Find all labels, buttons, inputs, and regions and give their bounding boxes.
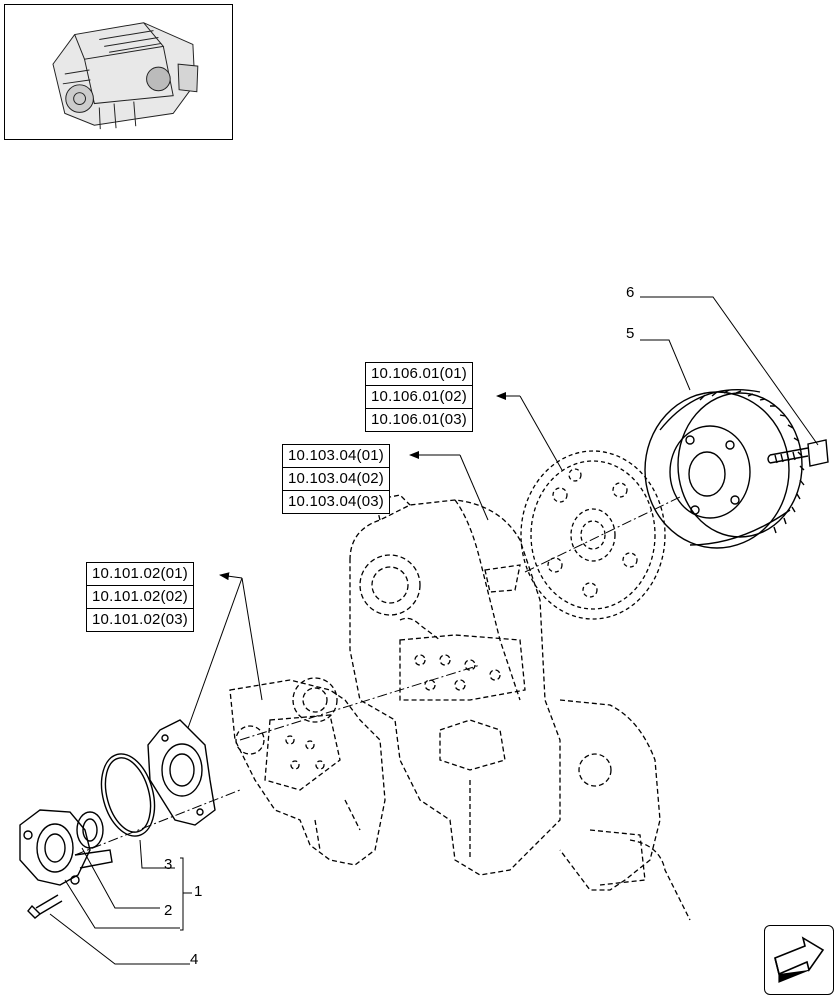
- callout-5: 5: [626, 325, 635, 342]
- reference-code[interactable]: 10.106.01(03): [371, 411, 468, 428]
- next-page-button[interactable]: [764, 925, 834, 995]
- next-page-arrow-icon: [774, 936, 825, 983]
- camshaft-gear: [520, 450, 666, 620]
- reference-code[interactable]: 10.101.02(03): [92, 611, 189, 628]
- bolt-part-6: [767, 439, 829, 467]
- callout-6: 6: [626, 284, 635, 301]
- callout-2: 2: [164, 902, 173, 919]
- reference-code[interactable]: 10.101.02(02): [87, 586, 194, 609]
- callout-1: 1: [194, 883, 203, 900]
- reference-code[interactable]: 10.103.04(01): [283, 445, 390, 468]
- reference-code[interactable]: 10.101.02(01): [87, 563, 194, 586]
- callout-leaders: [49, 296, 819, 965]
- axis-lines: [74, 496, 681, 856]
- reference-leaders: [187, 392, 563, 729]
- engine-block-phantom: [229, 494, 691, 921]
- reference-code[interactable]: 10.103.04(03): [288, 493, 385, 510]
- callout-3: 3: [164, 856, 173, 873]
- reference-code[interactable]: 10.106.01(01): [366, 363, 473, 386]
- engine-thumbnail: [4, 4, 233, 140]
- reference-group-10-101-02[interactable]: 10.101.02(01) 10.101.02(02) 10.101.02(03…: [86, 562, 195, 632]
- engine-thumbnail-icon: [52, 22, 199, 130]
- callout-4: 4: [190, 951, 199, 968]
- reference-code[interactable]: 10.103.04(02): [283, 468, 390, 491]
- reference-code[interactable]: 10.106.01(02): [366, 386, 473, 409]
- pulley-part-5: [644, 388, 805, 549]
- reference-group-10-106-01[interactable]: 10.106.01(01) 10.106.01(02) 10.106.01(03…: [365, 362, 474, 432]
- reference-group-10-103-04[interactable]: 10.103.04(01) 10.103.04(02) 10.103.04(03…: [282, 444, 391, 514]
- cover-assembly: [19, 719, 216, 919]
